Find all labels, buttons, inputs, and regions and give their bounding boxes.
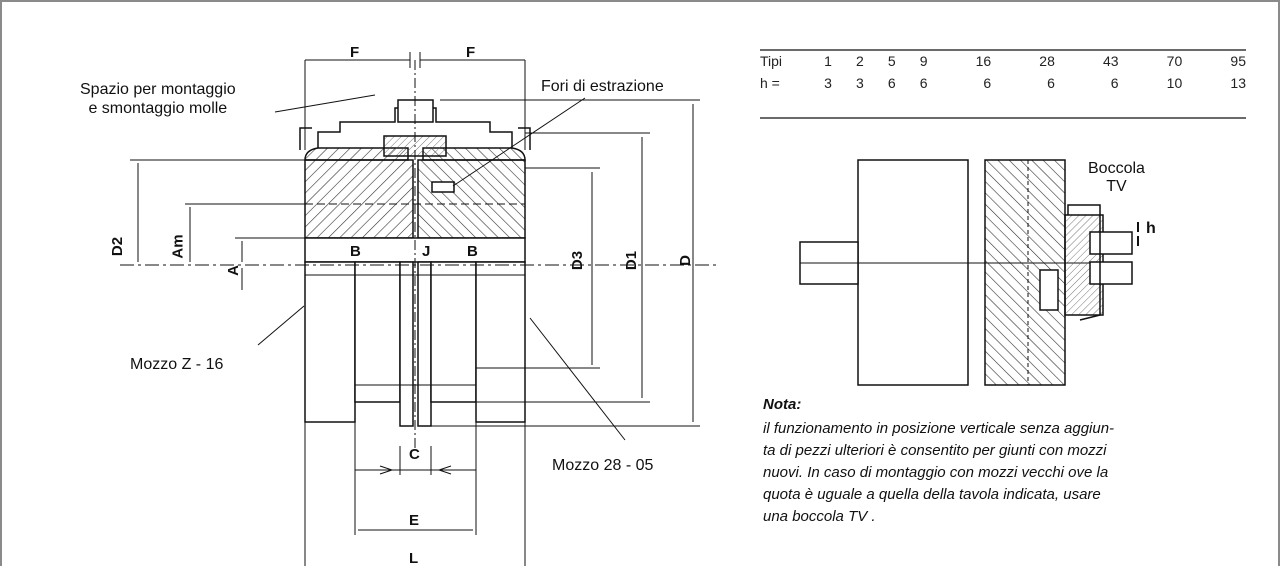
dim-c: C [409,446,420,463]
table-cell: 6 [983,75,992,91]
table-cell: 1 [824,53,832,69]
boccola-detail [799,159,1139,386]
dim-f-right: F [466,44,476,61]
table-cell: 10 [1166,75,1183,91]
dim-am: Am [169,234,187,259]
table-cell: 2 [855,53,864,69]
coupling-cross-section [120,52,720,566]
table-cell: 9 [919,53,928,69]
dim-b-left: B [350,243,361,260]
table-head-h: h = [760,75,780,91]
table-cell: 95 [1230,53,1246,69]
table-row: h = 3 3 6 6 6 6 6 10 13 [760,72,1246,94]
dim-d: D [676,255,694,266]
dim-b-right: B [467,243,478,260]
mozzo-28-label: Mozzo 28 - 05 [552,457,654,474]
dim-f-left: F [350,44,360,61]
table-cell: 3 [855,75,864,91]
left-sleeve-section [304,159,414,239]
table-cell: 5 [887,53,896,69]
tipi-table: Tipi 1 2 5 9 16 28 43 70 95 h = 3 3 6 6 … [760,50,1246,94]
table-head-tipi: Tipi [760,53,783,69]
table-cell: 3 [824,75,832,91]
dim-a: A [224,265,242,276]
dim-d2: D2 [109,236,127,257]
boccola-label: Boccola TV [1088,160,1145,195]
nota-body: il funzionamento in posizione verticale … [763,420,1115,525]
right-sleeve-section [417,159,526,239]
table-cell: 6 [919,75,928,91]
spazio-label: Spazio per montaggio e smontaggio molle [80,81,236,117]
dim-e: E [409,512,420,529]
table-cell: 28 [1039,53,1055,69]
fori-label: Fori di estrazione [541,78,664,95]
table-cell: 70 [1166,53,1183,69]
table-cell: 43 [1102,53,1119,69]
table-cell: 6 [1047,75,1055,91]
table-cell: 16 [975,53,992,69]
dim-d3: D3 [569,250,587,271]
h-label: h [1146,220,1156,237]
dim-l: L [409,550,419,567]
dim-d1: D1 [623,250,641,271]
dim-j: J [422,243,431,260]
mozzo-z-label: Mozzo Z - 16 [130,356,224,373]
nota-title: Nota: [763,396,802,413]
table-row: Tipi 1 2 5 9 16 28 43 70 95 [760,50,1246,72]
table-cell: 6 [1110,75,1119,91]
table-cell: 6 [887,75,896,91]
table-cell: 13 [1230,75,1246,91]
